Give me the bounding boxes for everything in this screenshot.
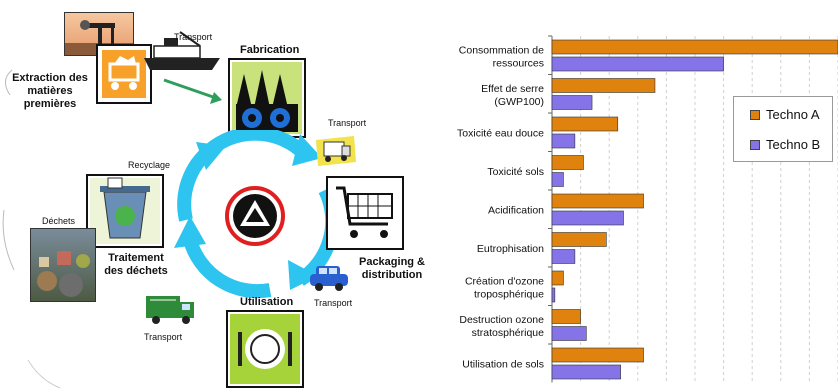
category-label: Toxicité sols	[487, 166, 544, 178]
flow-arrow	[163, 78, 222, 104]
bar-techno-b	[551, 326, 587, 341]
extraction-label: Extraction des matières premières	[12, 72, 88, 110]
recycle-symbol-icon	[225, 186, 285, 246]
garbage-truck-icon	[146, 296, 194, 324]
mining-cart-box	[96, 44, 152, 104]
bar-techno-a	[551, 193, 644, 209]
shopping-cart-box	[326, 176, 404, 250]
bar-techno-a	[551, 347, 644, 363]
bar-techno-a	[551, 116, 619, 132]
bar-techno-b	[551, 56, 724, 72]
transport-label-bottom: Transport	[144, 332, 183, 342]
legend-swatch-b	[750, 140, 760, 150]
category-label: Toxicité eau douce	[457, 127, 544, 139]
factory-box	[228, 58, 306, 138]
transport-label-right: Transport	[328, 118, 367, 128]
bar-techno-b	[551, 133, 576, 149]
mining-cart-icon	[102, 50, 146, 98]
waste-pile-image	[30, 228, 96, 302]
ship-icon	[144, 31, 220, 70]
fabrication-label: Fabrication	[240, 44, 300, 56]
bar-techno-a	[551, 270, 564, 286]
chart-legend: Techno A Techno B	[733, 96, 833, 162]
transport-label-car: Transport	[314, 298, 353, 308]
legend-label-a: Techno A	[766, 107, 820, 122]
legend-swatch-a	[750, 110, 760, 120]
recycling-bin-icon	[90, 177, 160, 244]
factory-icon	[232, 62, 302, 134]
bar-techno-b	[551, 172, 564, 187]
bar-techno-a	[551, 155, 584, 170]
bar-techno-a	[551, 309, 581, 324]
traitement-label: Traitement des déchets	[104, 252, 168, 277]
bar-techno-a	[551, 78, 656, 93]
waste-pile-icon	[37, 251, 90, 297]
background-curves	[2, 69, 61, 389]
category-label: Effet de serre(GWP100)	[481, 83, 544, 108]
bar-techno-b	[551, 364, 621, 380]
category-label: Acidification	[488, 204, 544, 216]
bar-techno-b	[551, 95, 593, 110]
shopping-cart-icon	[336, 186, 393, 238]
recycling-bin-box	[86, 174, 164, 248]
legend-label-b: Techno B	[766, 137, 821, 152]
recyclage-label: Recyclage	[128, 160, 171, 170]
transport-label-top: Transport	[174, 32, 213, 42]
packaging-label: Packaging & distribution	[358, 256, 426, 281]
life-cycle-diagram: Transport Extraction des matières premiè…	[2, 12, 426, 389]
category-label: Eutrophisation	[477, 243, 544, 255]
bar-techno-a	[551, 232, 607, 247]
truck-icon	[316, 136, 356, 166]
dechets-label: Déchets	[42, 216, 76, 226]
bar-techno-b	[551, 210, 624, 226]
car-icon	[310, 266, 348, 291]
plate-box	[226, 310, 304, 388]
category-label: Utilisation de sols	[462, 358, 544, 370]
bar-techno-a	[551, 39, 838, 55]
utilisation-label: Utilisation	[240, 296, 294, 308]
plate-cutlery-icon	[230, 314, 300, 384]
bar-techno-b	[551, 249, 576, 264]
bar-techno-b	[551, 287, 556, 303]
